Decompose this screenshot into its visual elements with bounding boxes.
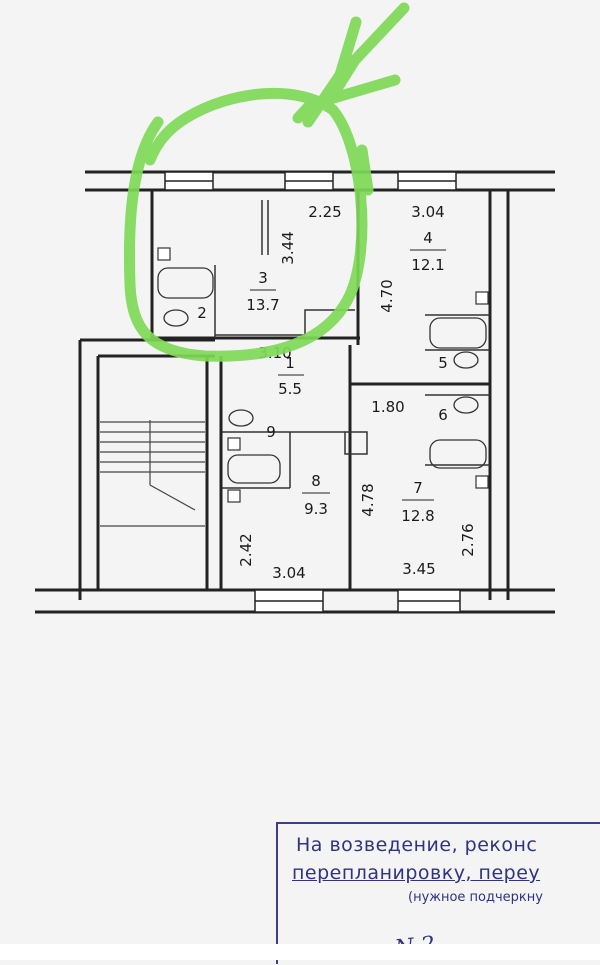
room-9-number: 9 (266, 423, 276, 441)
dim-2-76: 2.76 (459, 523, 477, 556)
staircase (100, 420, 205, 527)
dim-4-78: 4.78 (359, 483, 377, 516)
dim-2-42: 2.42 (237, 533, 255, 566)
room-3-area: 13.7 (246, 296, 279, 314)
room-labels: 3 13.7 2 4 12.1 1 5.5 5 6 9 8 9.3 7 12.8 (197, 229, 448, 525)
dim-3-44: 3.44 (279, 231, 297, 264)
stamp-line-1: На возведение, реконс (296, 834, 538, 856)
room-7-number: 7 (413, 479, 423, 497)
dim-1-80: 1.80 (371, 398, 404, 416)
room-1-area: 5.5 (278, 380, 302, 398)
dim-3-45: 3.45 (402, 560, 435, 578)
dim-2-25: 2.25 (308, 203, 341, 221)
bath-fixtures (157, 267, 487, 484)
room-1-number: 1 (285, 354, 295, 372)
bottom-strip (0, 944, 600, 960)
windows (164, 171, 461, 613)
room-8-area: 9.3 (304, 500, 328, 518)
room-7-area: 12.8 (401, 507, 434, 525)
dim-3-04-top: 3.04 (411, 203, 444, 221)
dim-4-70: 4.70 (378, 279, 396, 312)
partitions (214, 200, 490, 489)
room-3-number: 3 (258, 269, 268, 287)
vent-markers (157, 247, 489, 503)
stamp-line-3: (нужное подчеркну (408, 890, 543, 905)
stamp-line-2: перепланировку, переу (292, 862, 541, 884)
room-2-number: 2 (197, 304, 207, 322)
room-6-number: 6 (438, 406, 448, 424)
dim-3-04-bottom: 3.04 (272, 564, 305, 582)
highlight-marker (123, 2, 410, 362)
room-5-number: 5 (438, 354, 448, 372)
room-4-number: 4 (423, 229, 433, 247)
room-4-area: 12.1 (411, 256, 444, 274)
room-8-number: 8 (311, 472, 321, 490)
approval-stamp: На возведение, реконс перепланировку, пе… (276, 822, 600, 965)
